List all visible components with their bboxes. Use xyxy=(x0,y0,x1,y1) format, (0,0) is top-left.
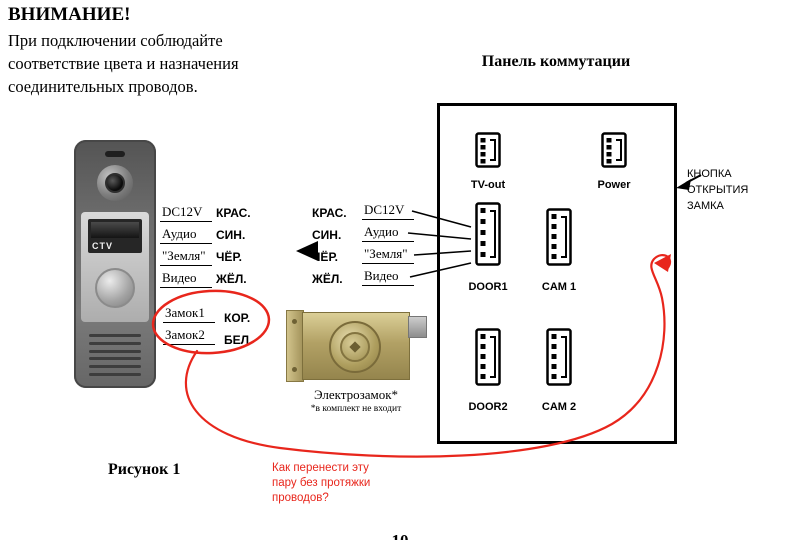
mid-signal-dc12v: DC12V xyxy=(362,202,414,220)
connector-label: DOOR2 xyxy=(468,401,508,413)
call-button xyxy=(95,268,135,308)
connector-icon xyxy=(475,328,501,386)
handwritten-question-line: проводов? xyxy=(272,492,329,505)
connector-icon xyxy=(475,132,501,168)
device-front-panel: CTV xyxy=(81,212,149,322)
handwritten-question-line: Как перенести эту xyxy=(272,462,369,474)
mid-color-red: КРАС. xyxy=(312,206,347,220)
connector-tv-out: TV-out xyxy=(464,132,512,191)
mid-color-black: ЧЁР. xyxy=(312,250,338,264)
figure-caption: Рисунок 1 xyxy=(108,461,181,478)
unlock-button-note-line: ЗАМКА xyxy=(687,199,724,212)
mid-color-yellow: ЖЁЛ. xyxy=(312,272,343,286)
lock-cylinder-inner xyxy=(340,332,370,362)
wire-color-brown: КОР. xyxy=(224,311,251,325)
connector-cam1: CAM 1 xyxy=(535,208,583,293)
lock-logo-diamond xyxy=(349,341,361,353)
mid-color-blue: СИН. xyxy=(312,228,342,242)
wire-color-blue: СИН. xyxy=(216,228,246,242)
warning-line: соответствие цвета и назначения xyxy=(8,53,239,73)
connector-door2: DOOR2 xyxy=(464,328,512,413)
connector-icon xyxy=(601,132,627,168)
wire-signal-lock1: Замок1 xyxy=(163,305,215,323)
ir-window: CTV xyxy=(88,219,142,253)
connector-icon xyxy=(546,328,572,386)
lock-bolt xyxy=(408,316,427,338)
warning-title: ВНИМАНИЕ! xyxy=(8,4,131,25)
switching-panel-box: TV-out Power DOOR1 xyxy=(437,103,677,444)
connector-door1: DOOR1 xyxy=(464,202,512,293)
wire-signal-audio: Аудио xyxy=(160,226,212,244)
speaker-grille xyxy=(89,334,141,376)
lock-label: Электрозамок* xyxy=(313,387,399,402)
wire-signal-lock2: Замок2 xyxy=(163,327,215,345)
camera-lens-icon xyxy=(97,165,133,201)
wire-signal-dc12v: DC12V xyxy=(160,204,212,222)
warning-line: соединительных проводов. xyxy=(8,76,198,96)
connector-label: CAM 1 xyxy=(541,281,577,293)
lock-body xyxy=(302,312,410,380)
brand-label: CTV xyxy=(92,241,113,251)
unlock-button-note-line: ОТКРЫТИЯ xyxy=(687,183,749,196)
connector-label: TV-out xyxy=(470,179,506,191)
unlock-button-note: КНОПКА ОТКРЫТИЯ ЗАМКА xyxy=(687,167,777,215)
warning-block: ВНИМАНИЕ! При подключении соблюдайте соо… xyxy=(8,4,338,98)
warning-line: При подключении соблюдайте xyxy=(8,31,223,50)
connector-cam2: CAM 2 xyxy=(535,328,583,413)
wire-color-black: ЧЁР. xyxy=(216,250,242,264)
intercom-device: CTV xyxy=(74,140,156,388)
mid-signal-ground: "Земля" xyxy=(362,246,414,264)
connector-icon xyxy=(475,202,501,266)
connector-label: DOOR1 xyxy=(468,281,508,293)
unlock-button-note-line: КНОПКА xyxy=(687,168,732,180)
camera-lens-inner xyxy=(105,173,125,193)
connector-icon xyxy=(546,208,572,266)
electric-lock xyxy=(286,310,427,382)
speaker-slot xyxy=(105,151,125,157)
lock-note: *в комплект не входит xyxy=(310,404,402,414)
wire-color-white: БЕЛ. xyxy=(224,333,253,347)
wire-color-red: КРАС. xyxy=(216,206,251,220)
panel-title: Панель коммутации xyxy=(481,53,631,70)
wire-signal-video: Видео xyxy=(160,270,212,288)
mid-signal-audio: Аудио xyxy=(362,224,414,242)
handwritten-question-line: пару без протяжки xyxy=(272,477,371,490)
mid-signal-video: Видео xyxy=(362,268,414,286)
connector-power: Power xyxy=(590,132,638,191)
lock-cylinder xyxy=(329,321,381,373)
page-number: 10 xyxy=(0,531,800,540)
connector-label: Power xyxy=(597,179,631,191)
connector-label: CAM 2 xyxy=(541,401,577,413)
wire-color-yellow: ЖЁЛ. xyxy=(216,272,247,286)
wire-signal-ground: "Земля" xyxy=(160,248,212,266)
handwritten-question: Как перенести эту пару без протяжки пров… xyxy=(272,461,370,507)
ir-window-glass xyxy=(91,222,139,238)
